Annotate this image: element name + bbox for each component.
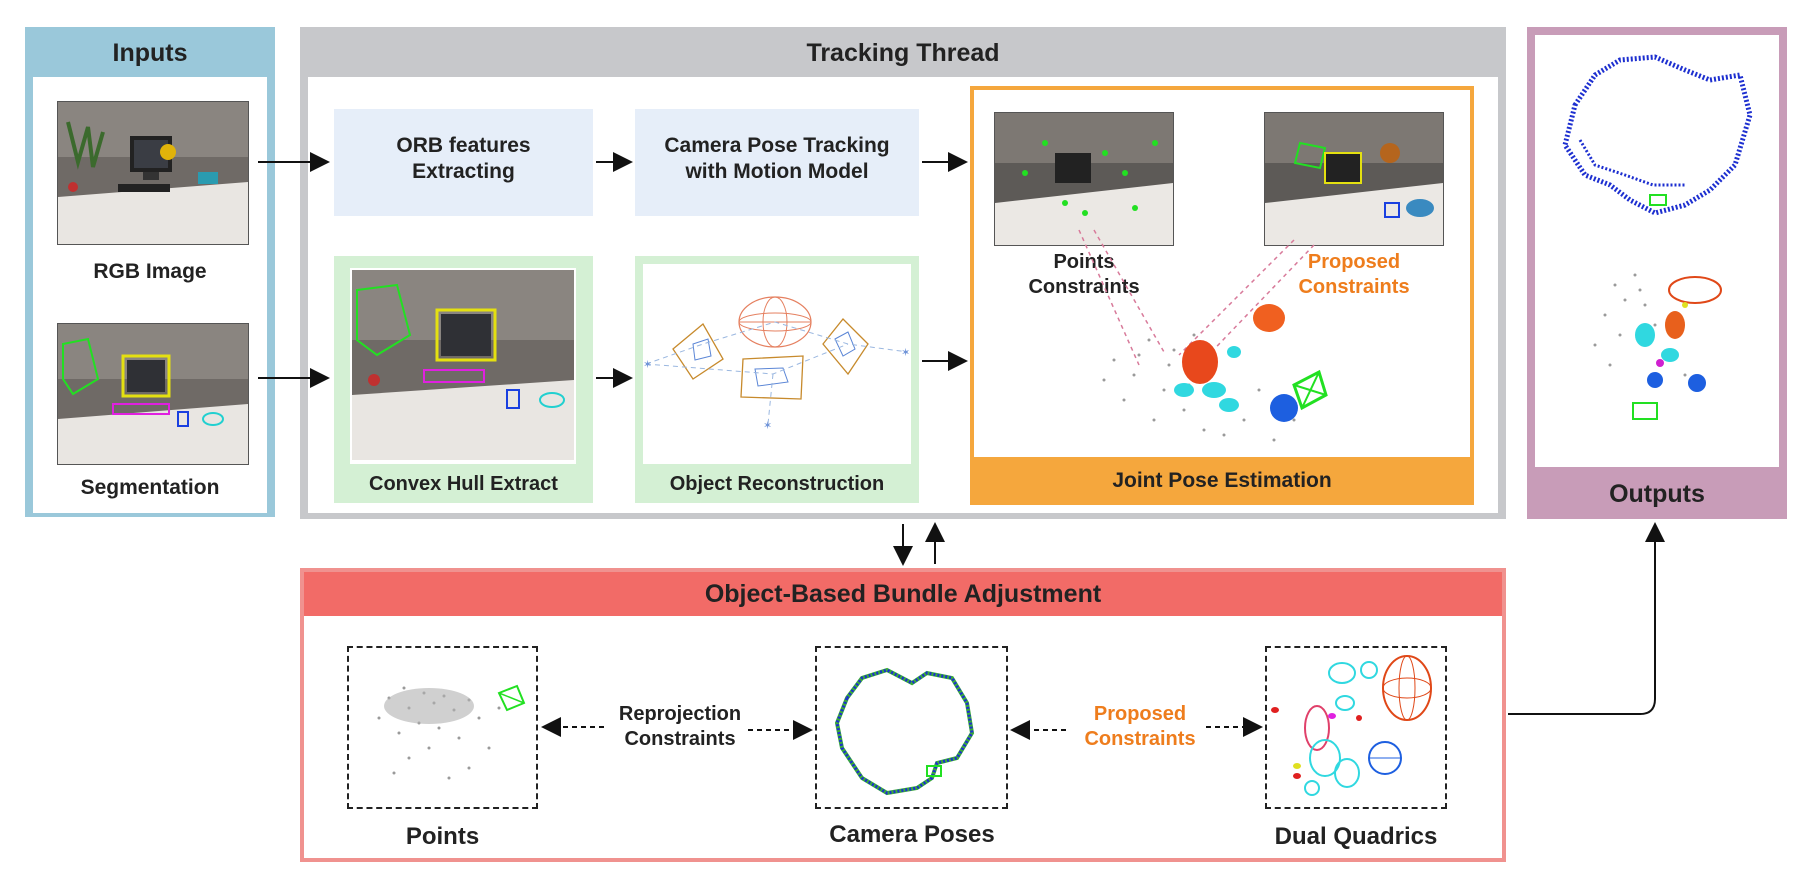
points-constraints-label: Points Constraints: [1028, 251, 1140, 298]
inputs-inner: RGB Image Segmentation: [33, 77, 267, 513]
camera-poses-drawing: [834, 667, 975, 796]
outputs-title: Outputs: [1609, 480, 1705, 508]
outputs-panel: Outputs: [1527, 27, 1787, 519]
tracking-title: Tracking Thread: [806, 39, 1000, 67]
object-reconstruction-box: ✶ ✶ ✶ Object Reconstruction: [635, 256, 919, 503]
camera-pose-tracking-label: Camera Pose Tracking with Motion Model: [664, 134, 890, 184]
orb-features-label: ORB features Extracting: [396, 134, 531, 184]
joint-pose-inner: Points Constraints Proposed Constraints: [974, 90, 1470, 457]
segmentation-label: Segmentation: [80, 476, 220, 499]
arrow-ba-to-outputs: [1508, 522, 1665, 715]
outputs-inner: [1535, 35, 1779, 467]
camera-poses-box: [815, 646, 1008, 809]
camera-pose-tracking-box: Camera Pose Tracking with Motion Model: [635, 109, 919, 216]
dual-quadrics-box: [1265, 646, 1447, 809]
object-reconstruction-label: Object Reconstruction: [669, 473, 885, 495]
orb-features-box: ORB features Extracting: [334, 109, 593, 216]
rgb-image-label: RGB Image: [93, 260, 207, 283]
inputs-title: Inputs: [112, 39, 188, 67]
reconstruction-drawing: ✶ ✶ ✶: [643, 296, 910, 432]
segmentation-image-drawing: [58, 324, 248, 464]
proposed-constraints-image: [1264, 112, 1444, 246]
object-reconstruction-diagram: ✶ ✶ ✶: [643, 264, 911, 464]
convex-hull-image: [350, 268, 576, 464]
svg-text:✶: ✶: [901, 346, 910, 359]
inputs-panel: Inputs RGB Image: [25, 27, 275, 517]
convex-hull-drawing: [352, 270, 574, 460]
joint-pose-panel: Points Constraints Proposed Constraints: [970, 86, 1474, 505]
joint-pose-label: Joint Pose Estimation: [1112, 469, 1332, 492]
outputs-drawing: [1562, 54, 1753, 420]
proposed-image-drawing: [1265, 113, 1443, 245]
svg-text:✶: ✶: [763, 419, 772, 432]
dual-quadrics-drawing: [1271, 655, 1432, 796]
rgb-image: [57, 101, 249, 245]
convex-hull-box: Convex Hull Extract: [334, 256, 593, 503]
dual-quadrics-label: Dual Quadrics: [1274, 823, 1438, 850]
points-constraints-image: [994, 112, 1174, 246]
ba-proposed-constraints-label: Proposed Constraints: [1084, 703, 1196, 750]
svg-text:✶: ✶: [643, 358, 652, 371]
rgb-image-drawing: [58, 102, 248, 244]
joint-pose-scene: [1078, 229, 1328, 442]
reprojection-constraints-label: Reprojection Constraints: [618, 703, 742, 750]
proposed-constraints-label: Proposed Constraints: [1298, 251, 1410, 298]
points-label: Points: [405, 823, 480, 850]
ba-title: Object-Based Bundle Adjustment: [704, 580, 1102, 608]
camera-poses-label: Camera Poses: [829, 821, 995, 848]
segmentation-image: [57, 323, 249, 465]
points-box: [347, 646, 538, 809]
points-cloud-drawing: [377, 684, 526, 780]
convex-hull-label: Convex Hull Extract: [369, 473, 558, 495]
points-image-drawing: [995, 113, 1173, 245]
